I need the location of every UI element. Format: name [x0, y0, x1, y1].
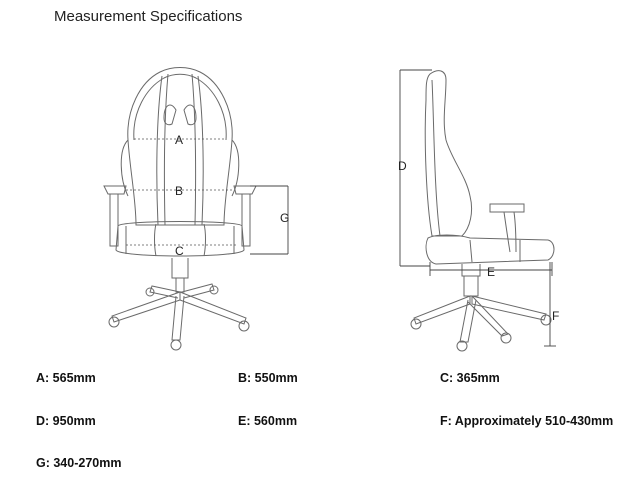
label-f: F [552, 309, 559, 323]
spec-f: F: Approximately 510-430mm [440, 414, 614, 428]
label-d: D [398, 159, 407, 173]
spec-c: C: 365mm [440, 371, 500, 385]
chair-side-view: D E F [398, 69, 559, 352]
spec-b: B: 550mm [238, 371, 298, 385]
label-c: C [175, 244, 184, 258]
page-title: Measurement Specifications [54, 8, 243, 25]
label-b: B [175, 184, 183, 198]
spec-e: E: 560mm [238, 414, 298, 428]
spec-g: G: 340-270mm [36, 456, 122, 470]
spec-a: A: 565mm [36, 371, 96, 385]
label-g: G [280, 211, 289, 225]
chair-front-view: A B C G [103, 67, 289, 351]
label-a: A [175, 133, 183, 147]
spec-d: D: 950mm [36, 414, 96, 428]
label-e: E [487, 265, 495, 279]
